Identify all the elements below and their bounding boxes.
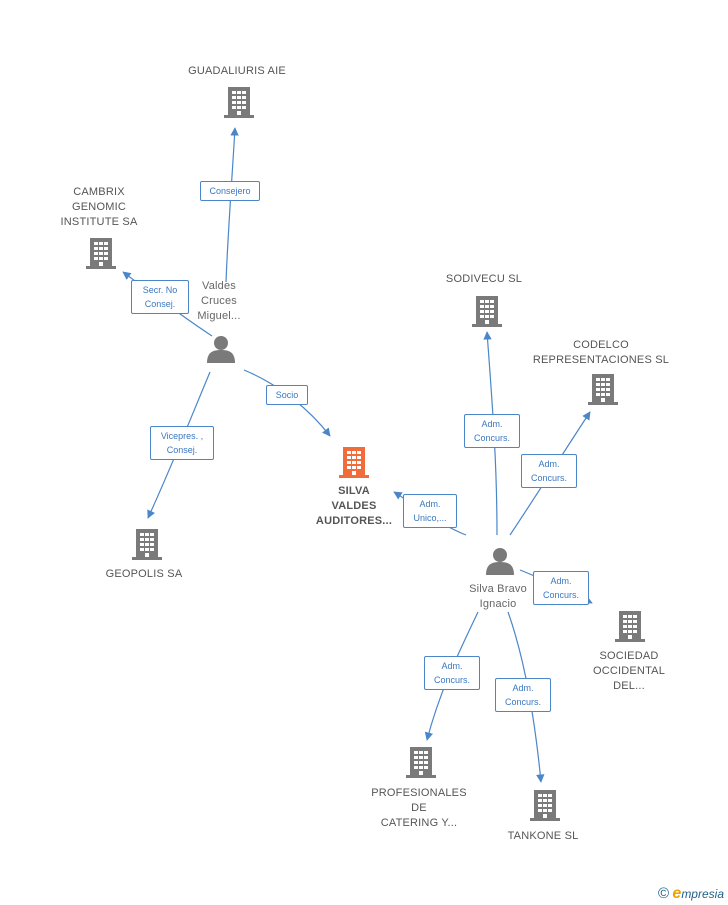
- node-label-cambrix[interactable]: CAMBRIX GENOMIC INSTITUTE SA: [60, 186, 138, 228]
- edge-label-socio[interactable]: Socio: [266, 385, 308, 405]
- edge-label-adm-profesionales[interactable]: Adm. Concurs.: [424, 656, 480, 690]
- edge-label-vicepres[interactable]: Vicepres. , Consej.: [150, 426, 214, 460]
- building-icon[interactable]: [472, 296, 502, 327]
- edge-label-consejero[interactable]: Consejero: [200, 181, 260, 201]
- person-icon[interactable]: [486, 548, 514, 575]
- building-icon[interactable]: [339, 447, 369, 478]
- empresia-logo[interactable]: © empresia: [658, 885, 724, 903]
- edge-label-adm-codelco[interactable]: Adm. Concurs.: [521, 454, 577, 488]
- node-label-geopolis[interactable]: GEOPOLIS SA: [105, 568, 183, 580]
- building-icon[interactable]: [132, 529, 162, 560]
- building-icon[interactable]: [86, 238, 116, 269]
- node-label-silva-valdes[interactable]: SILVA VALDES AUDITORES...: [315, 485, 393, 527]
- building-icon[interactable]: [615, 611, 645, 642]
- edge-label-adm-sociedad[interactable]: Adm. Concurs.: [533, 571, 589, 605]
- node-label-tankone[interactable]: TANKONE SL: [507, 830, 579, 842]
- edge-label-adm-unico[interactable]: Adm. Unico,...: [403, 494, 457, 528]
- edge-label-adm-tankone[interactable]: Adm. Concurs.: [495, 678, 551, 712]
- brand-name: mpresia: [681, 887, 724, 901]
- brand-initial: e: [672, 885, 682, 902]
- person-icon[interactable]: [207, 336, 235, 363]
- node-label-silva-bravo[interactable]: Silva Bravo Ignacio: [469, 583, 527, 610]
- building-icon[interactable]: [530, 790, 560, 821]
- edge-label-adm-sodivecu[interactable]: Adm. Concurs.: [464, 414, 520, 448]
- node-label-sodivecu[interactable]: SODIVECU SL: [445, 273, 523, 285]
- node-label-sociedad[interactable]: SOCIEDAD OCCIDENTAL DEL...: [592, 650, 666, 692]
- building-icon[interactable]: [406, 747, 436, 778]
- node-label-codelco[interactable]: CODELCO REPRESENTACIONES SL: [532, 339, 670, 366]
- edge-valdes-guadaliuris: [225, 127, 239, 283]
- building-icon[interactable]: [588, 374, 618, 405]
- copyright-symbol: ©: [658, 885, 670, 902]
- node-label-guadaliuris[interactable]: GUADALIURIS AIE: [188, 65, 286, 77]
- node-label-profesionales[interactable]: PROFESIONALES DE CATERING Y...: [371, 787, 467, 829]
- building-icon[interactable]: [224, 87, 254, 118]
- edge-label-secr-no-consej[interactable]: Secr. No Consej.: [131, 280, 189, 314]
- node-label-valdes[interactable]: Valdes Cruces Miguel...: [197, 280, 241, 322]
